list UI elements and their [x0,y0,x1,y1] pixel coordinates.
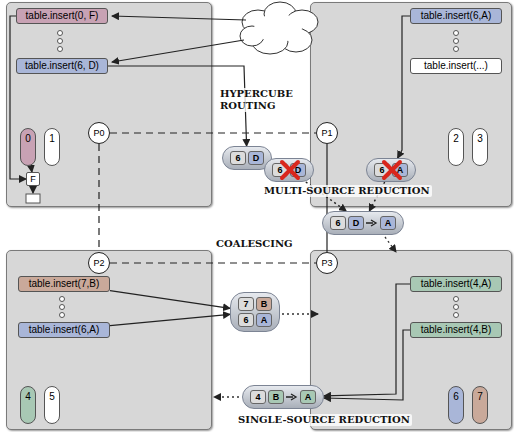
insert-call-box: table.insert(4,B) [410,322,502,338]
node-text: 6 [330,216,346,230]
node-text: 6 [230,151,246,165]
connector [98,144,99,252]
node-text: 6 [449,391,463,402]
node-text: table.insert(4,B) [414,323,498,337]
bucket: 4 [20,386,36,424]
node-text: 0 [21,133,35,144]
connector [110,262,316,263]
stage-label: SINGLE-SOURCE REDUCTION [236,414,412,426]
node-text: 6 [374,163,390,177]
node-text: 7 [473,391,487,402]
connector [324,330,410,400]
node-text: P3 [321,258,332,268]
connector [324,284,410,396]
stage-label: MULTI-SOURCE REDUCTION [262,185,432,197]
insert-call-box: table.insert(6, D) [16,58,108,74]
connector [110,291,230,309]
chain-box [26,194,40,203]
bucket: 1 [44,128,60,166]
node-text: table.insert(4,A) [414,277,498,291]
reduce-arrow [286,393,298,401]
insert-call-box: table.insert(6,A) [18,322,110,338]
node-text: B [256,297,272,311]
bucket: 6 [448,386,464,424]
node-text: 6 [272,163,288,177]
node-text: P1 [321,128,332,138]
message-capsule: 6D [264,158,314,182]
insert-call-box: table.insert(7,B) [18,276,110,292]
node-text: 4 [21,391,35,402]
node-text: A [392,163,408,177]
node-text: F [27,173,39,185]
input-arrows [112,16,246,62]
node-text: 3 [473,133,487,144]
message-capsule: 4B A [242,385,324,409]
message-capsule: 6A [366,158,416,182]
node-text: A [300,390,316,404]
value-box: F [26,172,40,186]
insert-call-box: table.insert(4,A) [410,276,502,292]
node-text: 5 [45,391,59,402]
bucket: 3 [472,128,488,166]
stage-label: COALESCING [214,238,295,250]
processor-circle: P2 [88,252,110,274]
insert-call-box: table.insert(6,A) [410,8,502,24]
insert-call-box: table.insert(0, F) [16,8,108,24]
node-text: 7 [238,297,254,311]
bucket: 5 [44,386,60,424]
node-text: 6 [238,313,254,327]
connector [110,132,316,133]
ellipsis-dots [58,31,459,318]
message-capsule: 6D A [322,211,404,235]
node-text: A [380,216,396,230]
node-text: D [348,216,364,230]
connector [398,16,410,158]
node-text: B [268,390,284,404]
stage-label: HYPERCUBE ROUTING [218,88,294,112]
reduce-arrow [366,219,378,227]
insert-call-box: table.insert(...) [410,58,502,74]
node-text: 2 [449,133,463,144]
connector [110,314,230,325]
message-capsule: 7B6A [230,292,280,332]
delivery-arrows [214,237,396,397]
node-text: P2 [93,258,104,268]
node-text: A [256,313,272,327]
bucket: 2 [448,128,464,166]
node-text: D [290,163,306,177]
bucket: 0 [20,128,36,166]
node-text: P0 [93,128,104,138]
node-text: D [248,151,264,165]
node-text: table.insert(6, D) [20,59,104,73]
cloud [240,2,318,54]
node-text: table.insert(...) [414,59,498,73]
node-text: table.insert(0, F) [20,9,104,23]
node-text: 4 [250,390,266,404]
processor-circle: P3 [316,252,338,274]
processor-circle: P1 [316,122,338,144]
node-text: table.insert(6,A) [414,9,498,23]
bucket: 7 [472,386,488,424]
processor-circle: P0 [88,122,110,144]
chain-arrow [33,186,34,193]
node-text: 1 [45,133,59,144]
node-text: table.insert(6,A) [22,323,106,337]
node-text: table.insert(7,B) [22,277,106,291]
